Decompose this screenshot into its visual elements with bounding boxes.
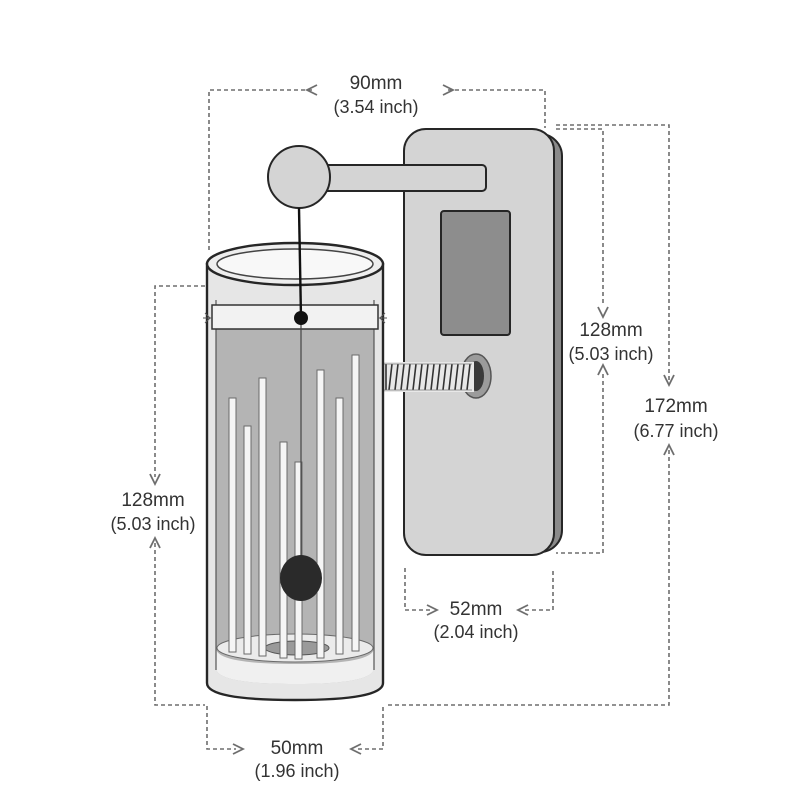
device-body: [403, 128, 555, 556]
label-top-width-inch: (3.54 inch): [333, 97, 418, 117]
cup-rim-inner: [216, 248, 374, 280]
label-cup-height-mm: 128mm: [121, 490, 184, 511]
dimension-lines: [149, 84, 675, 755]
label-total-height-inch: (6.77 inch): [633, 421, 718, 441]
pendulum-string: [297, 207, 303, 319]
label-total-height-mm: 172mm: [644, 396, 707, 417]
label-top-width-mm: 90mm: [350, 73, 403, 94]
label-cup-width-inch: (1.96 inch): [254, 761, 339, 781]
arm-knob: [267, 145, 331, 209]
cup: [203, 207, 387, 702]
label-device-height-mm: 128mm: [579, 320, 642, 341]
device-screen: [440, 210, 511, 336]
pendulum-pivot: [294, 311, 308, 325]
label-device-width-inch: (2.04 inch): [433, 622, 518, 642]
label-device-width-mm: 52mm: [450, 599, 503, 620]
device: [403, 128, 563, 556]
dimension-labels: 90mm (3.54 inch) 128mm (5.03 inch) 172mm…: [110, 73, 718, 781]
label-device-height-inch: (5.03 inch): [568, 344, 653, 364]
spring: [384, 362, 474, 392]
cup-base: [216, 648, 374, 684]
label-cup-height-inch: (5.03 inch): [110, 514, 195, 534]
pendulum-bob: [280, 555, 322, 601]
label-cup-width-mm: 50mm: [271, 738, 324, 759]
arm: [267, 145, 487, 209]
